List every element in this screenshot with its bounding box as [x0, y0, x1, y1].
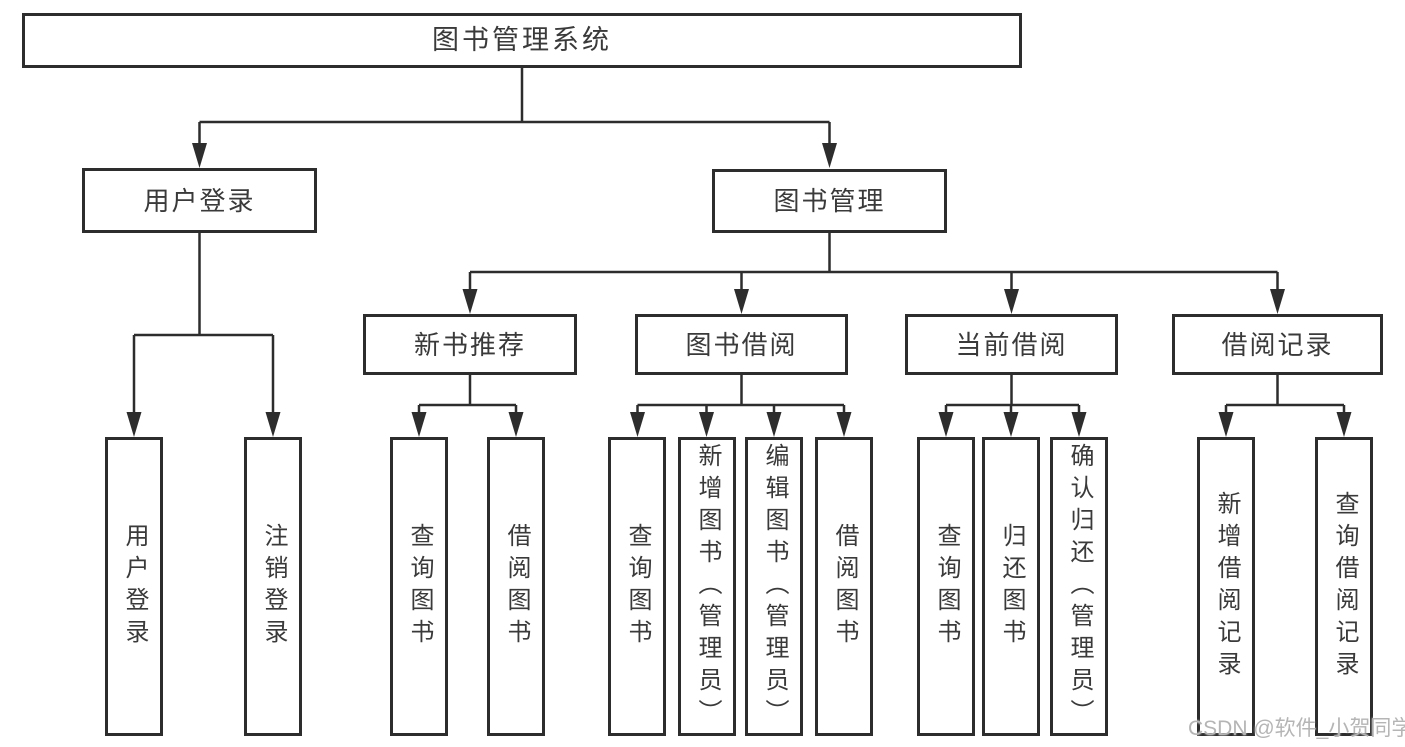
node-label: 借阅图书	[831, 522, 858, 651]
leaf-borrow-books: 借阅图书	[815, 437, 873, 736]
node-new-book-recommend: 新书推荐	[363, 314, 577, 375]
leaf-add-borrow-record: 新增借阅记录	[1197, 437, 1255, 736]
arrowhead-icon	[1004, 289, 1019, 314]
node-label: 注销登录	[260, 522, 287, 651]
arrowhead-icon	[630, 412, 645, 437]
node-label: 编辑图书（管理员）	[761, 442, 788, 731]
node-label: 图书借阅	[685, 329, 798, 360]
node-label: 借阅图书	[503, 522, 530, 651]
arrowhead-icon	[265, 412, 281, 437]
arrowhead-icon	[822, 143, 837, 168]
node-label: 查询借阅记录	[1331, 490, 1358, 683]
arrowhead-icon	[192, 143, 207, 168]
node-label: 查询图书	[624, 522, 651, 651]
csdn-watermark: CSDN @软件_小贺同学	[1188, 717, 1405, 740]
node-label: 借阅记录	[1221, 329, 1334, 360]
leaf-query-borrow-record: 查询借阅记录	[1315, 437, 1373, 736]
node-book-management: 图书管理	[712, 169, 947, 233]
node-label: 用户登录	[143, 185, 256, 216]
node-book-borrow: 图书借阅	[635, 314, 848, 375]
arrowhead-icon	[126, 412, 142, 437]
connector-newrec-group	[417, 375, 518, 413]
node-root-system: 图书管理系统	[22, 13, 1022, 68]
leaf-user-login: 用户登录	[105, 437, 163, 736]
leaf-query-books-recommend: 查询图书	[390, 437, 448, 736]
node-label: 图书管理系统	[432, 25, 612, 55]
leaf-query-books-current: 查询图书	[917, 437, 975, 736]
node-label: 当前借阅	[955, 329, 1068, 360]
leaf-query-books-borrow: 查询图书	[608, 437, 666, 736]
leaf-borrow-books-recommend: 借阅图书	[487, 437, 545, 736]
arrowhead-icon	[1071, 412, 1087, 437]
connector-root-to-level2	[198, 68, 831, 144]
node-label: 查询图书	[406, 522, 433, 651]
arrowhead-icon	[1003, 412, 1019, 437]
arrowhead-icon	[508, 412, 524, 437]
node-label: 用户登录	[121, 522, 148, 651]
arrowhead-icon	[462, 289, 478, 314]
arrowhead-icon	[1218, 412, 1234, 437]
connector-current-group	[944, 375, 1081, 413]
node-label: 新书推荐	[413, 329, 526, 360]
node-label: 新增借阅记录	[1213, 490, 1240, 683]
arrowhead-icon	[734, 289, 749, 314]
arrowhead-icon	[699, 412, 714, 437]
connector-records-group	[1224, 375, 1346, 413]
arrowhead-icon	[1336, 412, 1352, 437]
node-label: 查询图书	[933, 522, 960, 651]
connector-userlogin-group	[132, 233, 275, 413]
node-label: 图书管理	[773, 186, 886, 216]
node-current-borrow: 当前借阅	[905, 314, 1118, 375]
arrowhead-icon	[836, 412, 852, 437]
leaf-add-books-admin: 新增图书（管理员）	[678, 437, 736, 736]
connector-bookmgmt-to-level3	[468, 233, 1279, 290]
leaf-logout: 注销登录	[244, 437, 302, 736]
node-user-login: 用户登录	[82, 168, 317, 233]
arrowhead-icon	[766, 412, 782, 437]
node-borrow-records: 借阅记录	[1172, 314, 1383, 375]
arrowhead-icon	[411, 412, 427, 437]
node-label: 确认归还（管理员）	[1066, 442, 1093, 731]
leaf-confirm-return-admin: 确认归还（管理员）	[1050, 437, 1108, 736]
node-label: 新增图书（管理员）	[694, 442, 721, 731]
arrowhead-icon	[938, 412, 954, 437]
leaf-edit-books-admin: 编辑图书（管理员）	[745, 437, 803, 736]
connector-borrow-group	[636, 375, 846, 413]
node-label: 归还图书	[998, 522, 1025, 651]
arrowhead-icon	[1270, 289, 1285, 314]
leaf-return-books: 归还图书	[982, 437, 1040, 736]
